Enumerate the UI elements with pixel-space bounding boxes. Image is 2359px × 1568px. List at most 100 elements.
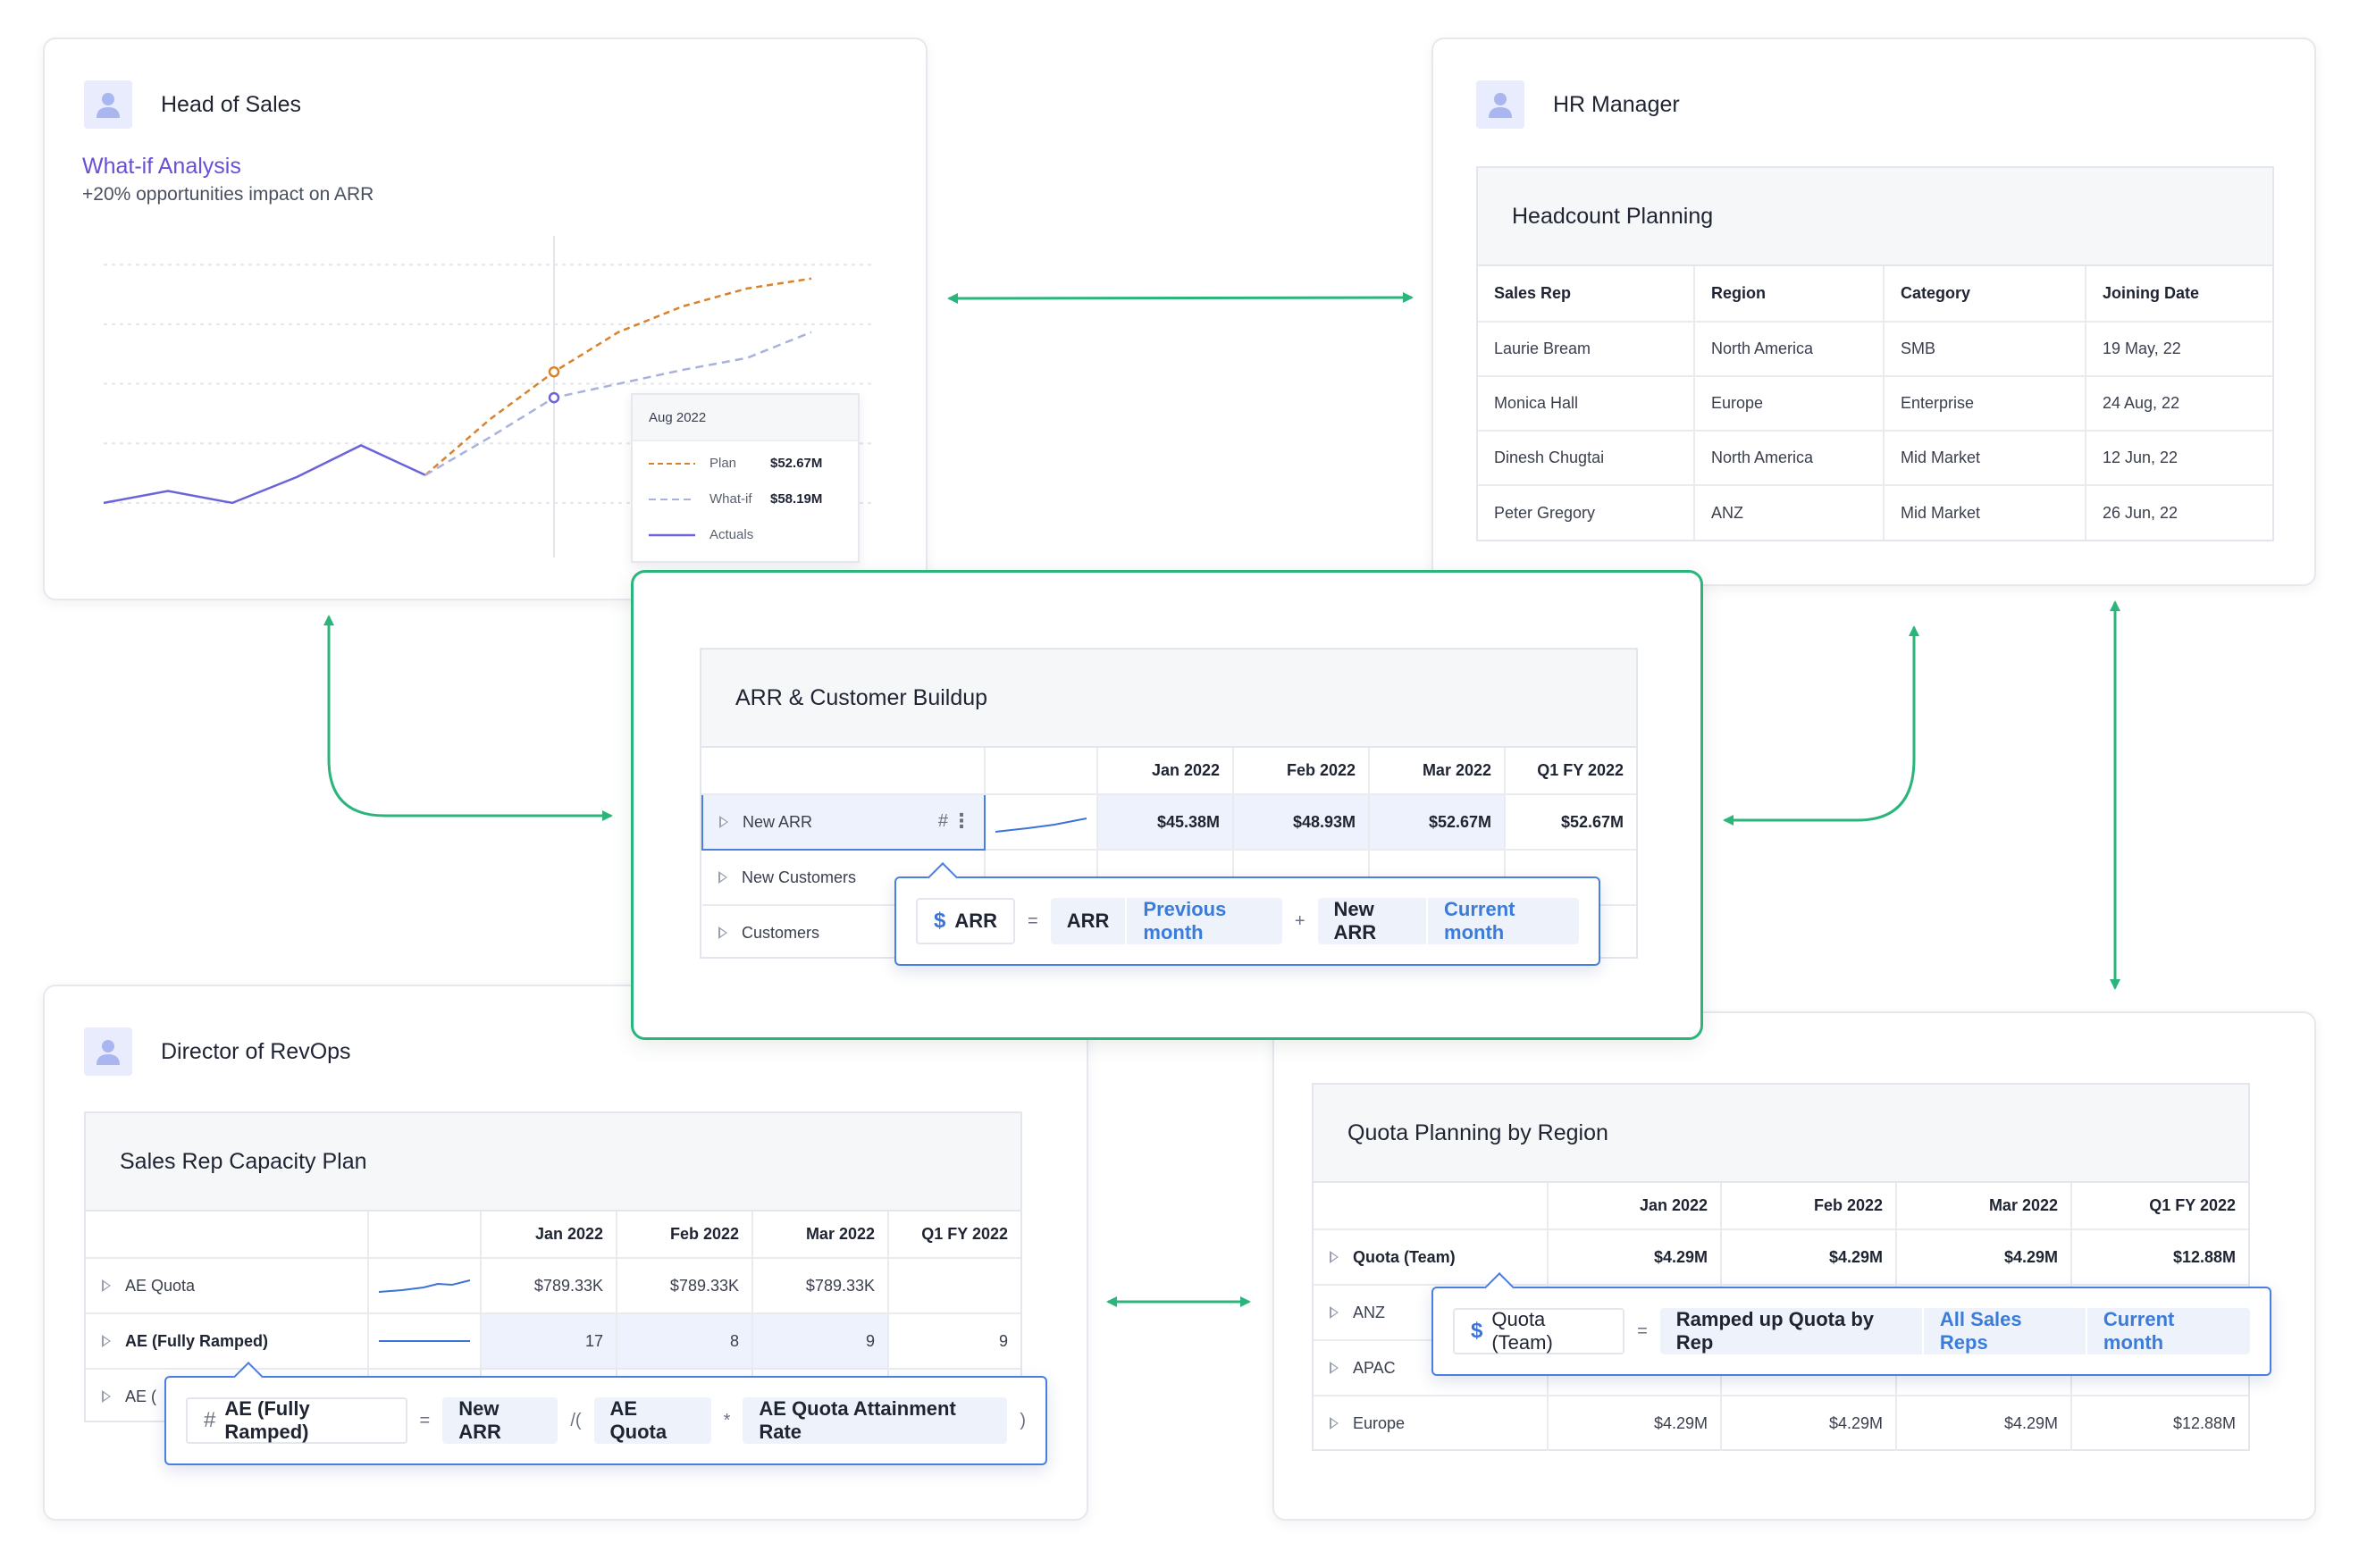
cell-value[interactable]: $48.93M — [1233, 794, 1370, 851]
row-label[interactable]: Europe — [1314, 1396, 1549, 1451]
column-header[interactable]: Q1 FY 2022 — [2071, 1183, 2248, 1230]
formula-term-modifier[interactable]: Previous month — [1143, 898, 1227, 943]
cell-value[interactable]: $12.88M — [2172, 1414, 2236, 1432]
arr-formula[interactable]: $ ARR = ARR Previous month + New ARR Cur… — [894, 876, 1600, 966]
formula-target[interactable]: $ Quota (Team) — [1453, 1308, 1625, 1354]
table-row[interactable]: Laurie Bream North America SMB 19 May, 2… — [1478, 322, 2272, 377]
cell-value[interactable]: $4.29M — [1721, 1396, 1897, 1451]
formula-term-modifier[interactable]: Current month — [2085, 1308, 2250, 1354]
cell-joining-date[interactable]: 12 Jun, 22 — [2086, 431, 2272, 486]
cell-category[interactable]: Mid Market — [1884, 485, 2086, 540]
column-header[interactable]: Jan 2022 — [481, 1212, 617, 1259]
cell-sales-rep[interactable]: Laurie Bream — [1478, 322, 1695, 377]
cell-joining-date[interactable]: 24 Aug, 22 — [2086, 376, 2272, 432]
cell-value[interactable]: $52.67M — [1505, 794, 1636, 851]
cell-value[interactable]: $4.29M — [1721, 1229, 1897, 1286]
formula-target[interactable]: $ ARR — [916, 898, 1016, 944]
column-header[interactable]: Joining Date — [2086, 266, 2272, 323]
cell-value[interactable]: $789.33K — [752, 1258, 889, 1314]
table-row[interactable]: Europe $4.29M $4.29M $4.29M $12.88M — [1314, 1396, 2248, 1451]
row-label-selected[interactable]: New ARR # ⋮ — [701, 793, 986, 851]
cell-region[interactable]: ANZ — [1694, 485, 1885, 540]
formula-term[interactable]: New ARR Current month — [1317, 898, 1579, 944]
formula-term-modifier[interactable]: Current month — [1444, 898, 1515, 943]
table-row[interactable]: Monica Hall Europe Enterprise 24 Aug, 22 — [1478, 376, 2272, 432]
cell-value[interactable]: $789.33K — [481, 1258, 617, 1314]
column-header[interactable]: Sales Rep — [1478, 266, 1695, 323]
formula-term[interactable]: Ramped up Quota by Rep All Sales Reps Cu… — [1659, 1308, 2250, 1354]
row-label[interactable]: Quota (Team) — [1314, 1229, 1549, 1286]
cell-region[interactable]: North America — [1694, 322, 1885, 377]
expand-icon[interactable] — [1330, 1417, 1339, 1430]
cell-value[interactable]: 9 — [888, 1313, 1020, 1370]
expand-icon[interactable] — [1330, 1361, 1339, 1374]
cell-category[interactable]: Enterprise — [1884, 376, 2086, 432]
column-header[interactable]: Jan 2022 — [1548, 1183, 1722, 1230]
cell-value[interactable]: $45.38M — [1097, 794, 1234, 851]
cell-joining-date[interactable]: 19 May, 22 — [2086, 322, 2272, 377]
expand-icon[interactable] — [1330, 1250, 1339, 1263]
formula-term[interactable]: AE Quota — [593, 1397, 711, 1444]
quota-team-formula[interactable]: $ Quota (Team) = Ramped up Quota by Rep … — [1431, 1287, 2271, 1376]
formula-term-name[interactable]: New ARR — [1318, 898, 1429, 944]
table-row[interactable]: Quota (Team) $4.29M $4.29M $4.29M $12.88… — [1314, 1229, 2248, 1286]
analysis-title[interactable]: What-if Analysis — [82, 154, 241, 179]
cell-category[interactable]: Mid Market — [1884, 431, 2086, 486]
column-header[interactable]: Feb 2022 — [1233, 748, 1370, 795]
table-row[interactable]: AE (Fully Ramped) 17 8 9 9 — [86, 1313, 1020, 1370]
expand-icon[interactable] — [718, 870, 727, 884]
expand-icon[interactable] — [102, 1334, 111, 1347]
expand-icon[interactable] — [718, 927, 727, 940]
cell-region[interactable]: North America — [1694, 431, 1885, 486]
column-header[interactable]: Jan 2022 — [1097, 748, 1234, 795]
formula-operator: + — [1294, 910, 1305, 931]
table-row[interactable]: Dinesh Chugtai North America Mid Market … — [1478, 431, 2272, 486]
cell-value[interactable]: $52.67M — [1369, 794, 1506, 851]
expand-icon[interactable] — [102, 1279, 111, 1292]
cell-value[interactable]: $12.88M — [2071, 1229, 2248, 1286]
formula-term-name[interactable]: Ramped up Quota by Rep — [1660, 1308, 1924, 1354]
expand-icon[interactable] — [1330, 1305, 1339, 1319]
column-header[interactable]: Mar 2022 — [1896, 1183, 2072, 1230]
formula-target[interactable]: # AE (Fully Ramped) — [186, 1397, 407, 1444]
formula-term[interactable]: AE Quota Attainment Rate — [743, 1397, 1008, 1444]
column-header[interactable]: Category — [1884, 266, 2086, 323]
kebab-menu-icon[interactable]: ⋮ — [952, 809, 971, 832]
panel-title: Quota Planning by Region — [1314, 1085, 2248, 1183]
ae-ramped-formula[interactable]: #rev-f::before{} # AE (Fully Ramped) = N… — [164, 1376, 1047, 1465]
table-row[interactable]: New ARR # ⋮ $45.38M $48.93M $52.67M $52.… — [701, 793, 1636, 851]
row-label[interactable]: AE Quota — [86, 1258, 369, 1314]
table-row[interactable]: Peter Gregory ANZ Mid Market 26 Jun, 22 — [1478, 485, 2272, 540]
cell-sales-rep[interactable]: Dinesh Chugtai — [1478, 431, 1695, 486]
cell-value[interactable]: 8 — [617, 1313, 753, 1370]
cell-value[interactable]: $4.29M — [1548, 1396, 1722, 1451]
cell-value[interactable] — [888, 1258, 1020, 1314]
cell-value[interactable]: $4.29M — [1548, 1229, 1722, 1286]
cell-sales-rep[interactable]: Peter Gregory — [1478, 485, 1695, 540]
cell-joining-date[interactable]: 26 Jun, 22 — [2103, 503, 2179, 522]
column-header[interactable]: Feb 2022 — [617, 1212, 753, 1259]
cell-sales-rep[interactable]: Monica Hall — [1478, 376, 1695, 432]
cell-value[interactable]: $789.33K — [617, 1258, 753, 1314]
formula-term-modifier[interactable]: All Sales Reps — [1939, 1308, 2022, 1354]
cell-value[interactable]: 9 — [752, 1313, 889, 1370]
column-header[interactable]: Q1 FY 2022 — [1505, 748, 1636, 795]
cell-region[interactable]: Europe — [1694, 376, 1885, 432]
formula-term-name[interactable]: ARR — [1051, 898, 1128, 944]
expand-icon[interactable] — [719, 815, 728, 828]
cell-value[interactable]: $4.29M — [1896, 1229, 2072, 1286]
formula-term[interactable]: New ARR — [442, 1397, 558, 1444]
expand-icon[interactable] — [102, 1390, 111, 1404]
table-row[interactable]: AE Quota $789.33K $789.33K $789.33K — [86, 1258, 1020, 1314]
column-header[interactable]: Mar 2022 — [1369, 748, 1506, 795]
column-header[interactable]: Region — [1694, 266, 1885, 323]
column-header[interactable]: Feb 2022 — [1721, 1183, 1897, 1230]
cell-value[interactable]: 17 — [481, 1313, 617, 1370]
cell-category[interactable]: SMB — [1884, 322, 2086, 377]
column-header[interactable]: Q1 FY 2022 — [888, 1212, 1020, 1259]
cell-value[interactable]: $4.29M — [1896, 1396, 2072, 1451]
formula-term[interactable]: ARR Previous month — [1050, 898, 1282, 944]
column-header[interactable]: Mar 2022 — [752, 1212, 889, 1259]
row-label[interactable]: AE (Fully Ramped) — [86, 1313, 369, 1370]
hash-icon[interactable]: # — [937, 811, 948, 831]
